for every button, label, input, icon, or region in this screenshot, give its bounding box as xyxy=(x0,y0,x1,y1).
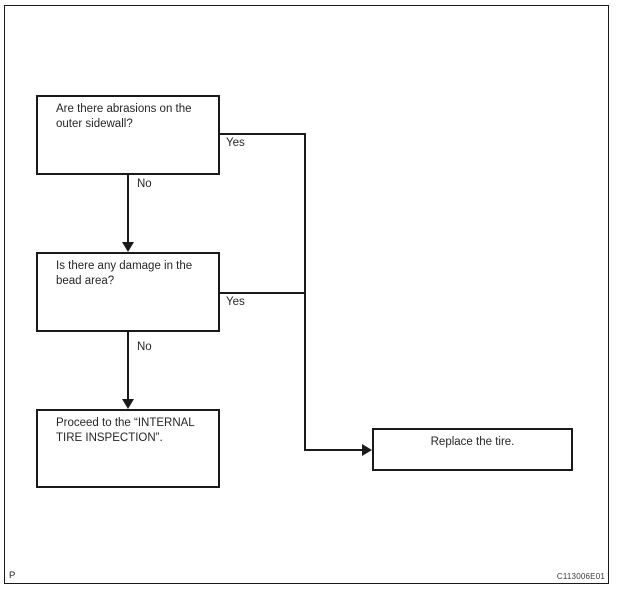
arrowhead-into-q2 xyxy=(122,242,134,252)
label-q1-yes: Yes xyxy=(225,137,246,150)
connector-q2-no-vertical xyxy=(127,332,129,399)
label-q2-no: No xyxy=(136,341,153,354)
flow-box-bead-damage-question: Is there any damage in the bead area? xyxy=(36,252,220,332)
arrowhead-into-replace-tire xyxy=(362,444,372,456)
flow-box-replace-tire: Replace the tire. xyxy=(372,428,573,471)
flow-box-internal-inspection: Proceed to the “INTERNAL TIRE INSPECTION… xyxy=(36,409,220,488)
label-q2-yes: Yes xyxy=(225,296,246,309)
connector-q1-no-vertical xyxy=(127,175,129,242)
connector-yes-vertical xyxy=(304,133,306,451)
connector-q2-yes-horizontal xyxy=(220,292,306,294)
page-marker: P xyxy=(9,570,16,581)
connector-q1-yes-horizontal xyxy=(220,133,306,135)
arrowhead-into-internal-inspection xyxy=(122,399,134,409)
flow-box-abrasions-question: Are there abrasions on the outer sidewal… xyxy=(36,95,220,175)
connector-to-replace-horizontal xyxy=(304,449,362,451)
label-q1-no: No xyxy=(136,178,153,191)
figure-code: C113006E01 xyxy=(556,572,605,581)
